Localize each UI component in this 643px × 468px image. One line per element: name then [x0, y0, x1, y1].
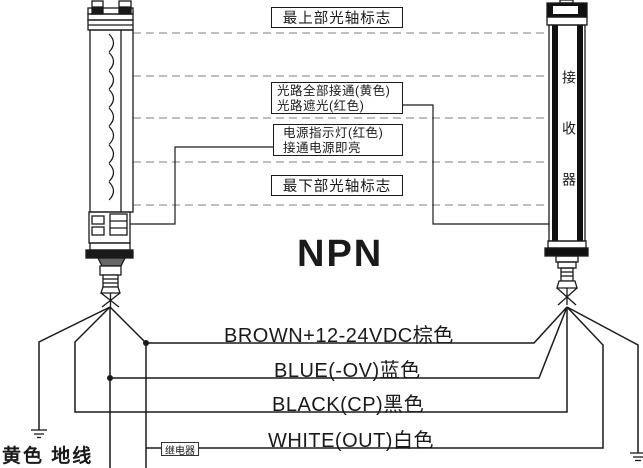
- wire-black: [74, 306, 568, 413]
- wire-blue: [110, 306, 568, 379]
- junction-dot: [143, 340, 149, 346]
- callout-power-led-line2: 接通电源即亮: [283, 141, 362, 155]
- output-type-label: NPN: [297, 233, 384, 275]
- optical-lens-marks: [108, 33, 115, 201]
- optical-beam-lines: [133, 32, 548, 206]
- wire-label-brown: BROWN+12-24VDC棕色: [224, 325, 454, 347]
- ground-symbol-right: [630, 452, 643, 462]
- wire-ground-right: [566, 306, 639, 453]
- callout-beam-status-line2: 光路遮光(红色): [277, 99, 365, 113]
- callout-top-axis-mark: 最上部光轴标志: [271, 7, 403, 28]
- power-led-leader: [130, 146, 273, 225]
- receiver-device: [544, 0, 589, 306]
- ground-symbol-left: [31, 429, 47, 439]
- beam-status-leader: [403, 104, 549, 225]
- transmitter-indicator-panel: [88, 211, 131, 244]
- callout-bottom-axis-mark: 最下部光轴标志: [271, 175, 403, 196]
- ground-wire-label: 黄色 地线: [2, 446, 94, 467]
- wiring: [38, 306, 639, 468]
- wire-white: [199, 306, 604, 449]
- receiver-cable-connector: [544, 240, 589, 306]
- callout-leader-lines: [130, 104, 549, 225]
- callout-power-led: 电源指示灯(红色) 接通电源即亮: [273, 124, 403, 156]
- receiver-label: 接收器: [561, 70, 577, 223]
- wire-label-white: WHITE(OUT)白色: [268, 430, 434, 452]
- transmitter-cable-connector: [85, 242, 134, 308]
- callout-power-led-line1: 电源指示灯(红色): [283, 126, 384, 140]
- callout-beam-status: 光路全部接通(黄色) 光路遮光(红色): [271, 82, 403, 114]
- callout-beam-status-line1: 光路全部接通(黄色): [277, 84, 391, 98]
- wire-label-black: BLACK(CP)黑色: [272, 394, 425, 416]
- wire-brown: [109, 306, 568, 344]
- relay-box: 继电器: [161, 442, 199, 457]
- transmitter-device: [85, 0, 134, 308]
- wire-ground-left: [38, 306, 111, 430]
- wire-label-blue: BLUE(-OV)蓝色: [274, 360, 421, 382]
- junction-dot: [107, 375, 113, 381]
